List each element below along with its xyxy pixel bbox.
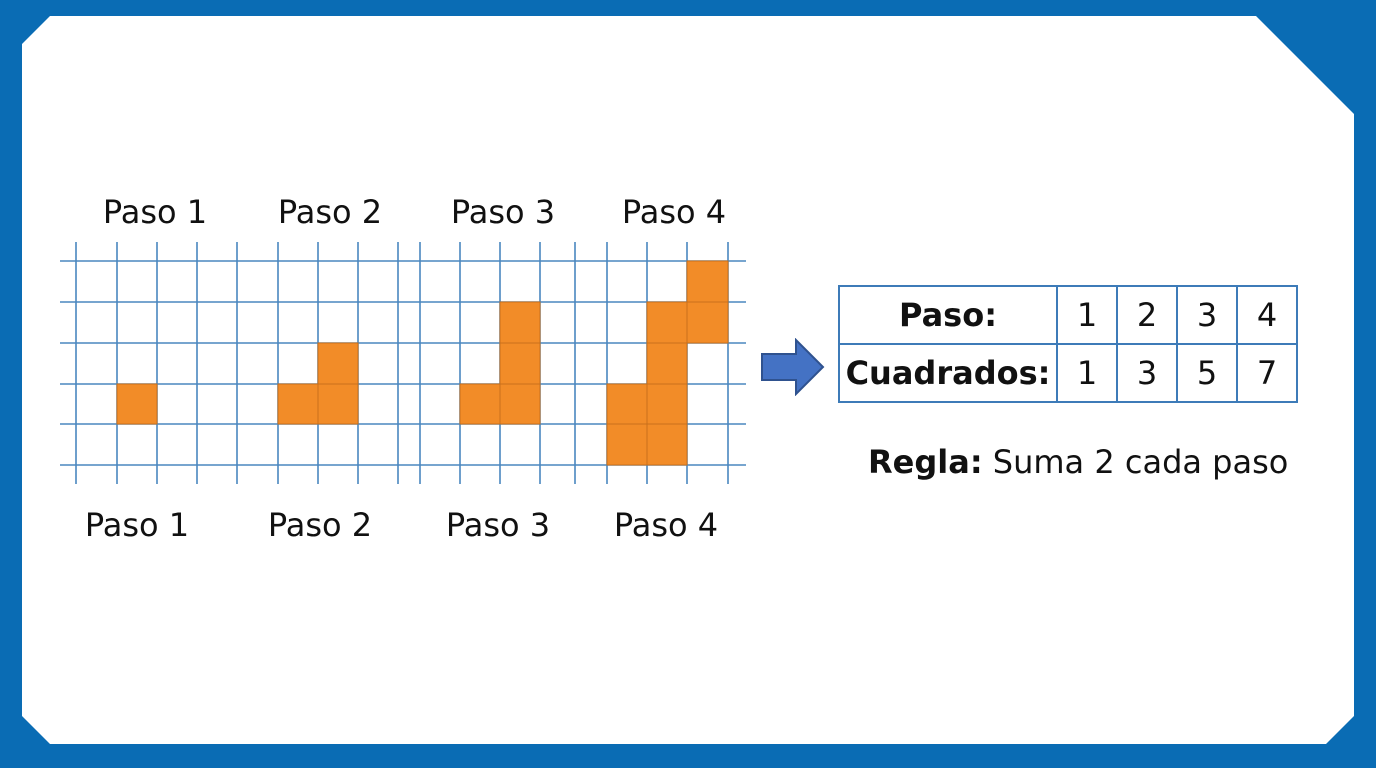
- orange-square: [646, 423, 688, 466]
- orange-square: [317, 383, 359, 425]
- orange-square: [499, 383, 541, 425]
- orange-square: [606, 383, 648, 425]
- orange-square: [606, 423, 648, 466]
- top-label-step-1: Paso 1: [102, 193, 208, 231]
- right-arrow-icon: [761, 338, 825, 396]
- bottom-label-step-2: Paso 2: [267, 506, 373, 544]
- orange-square: [317, 342, 359, 385]
- rule-text: Regla: Suma 2 cada paso: [868, 443, 1288, 481]
- table-cell: 1: [1056, 343, 1118, 403]
- orange-square: [686, 301, 729, 344]
- table-cell: 4: [1236, 285, 1298, 345]
- orange-square: [686, 260, 729, 303]
- bottom-label-step-1: Paso 1: [84, 506, 190, 544]
- orange-square: [646, 383, 688, 425]
- orange-square: [459, 383, 501, 425]
- orange-square: [499, 342, 541, 385]
- rule-label: Regla:: [868, 443, 983, 481]
- table-cell: 7: [1236, 343, 1298, 403]
- orange-square: [277, 383, 319, 425]
- table-row-steps: Paso: 1 2 3 4: [838, 285, 1298, 345]
- table-cell: 1: [1056, 285, 1118, 345]
- rule-description: Suma 2 cada paso: [982, 443, 1289, 481]
- bottom-label-step-3: Paso 3: [445, 506, 551, 544]
- table-header-step: Paso:: [838, 285, 1058, 345]
- top-label-step-3: Paso 3: [450, 193, 556, 231]
- table-row-squares: Cuadrados: 1 3 5 7: [838, 343, 1298, 403]
- steps-table: Paso: 1 2 3 4 Cuadrados: 1 3 5 7: [838, 285, 1298, 403]
- table-cell: 5: [1176, 343, 1238, 403]
- orange-square: [499, 301, 541, 344]
- bottom-label-step-4: Paso 4: [613, 506, 719, 544]
- top-label-step-2: Paso 2: [277, 193, 383, 231]
- orange-square: [646, 342, 688, 385]
- table-cell: 3: [1116, 343, 1178, 403]
- top-label-step-4: Paso 4: [621, 193, 727, 231]
- pattern-squares: [116, 260, 729, 466]
- table-header-squares: Cuadrados:: [838, 343, 1058, 403]
- orange-square: [116, 383, 158, 425]
- table-cell: 3: [1176, 285, 1238, 345]
- orange-square: [646, 301, 688, 344]
- table-cell: 2: [1116, 285, 1178, 345]
